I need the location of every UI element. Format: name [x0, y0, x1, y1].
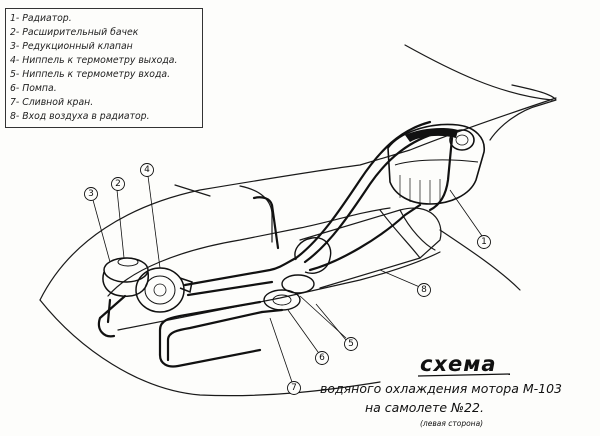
- callout-circle-8: [417, 283, 431, 297]
- legend-item-air-inlet: 8- Вход воздуха в радиатор.: [10, 111, 150, 122]
- callout-circle-1: [477, 235, 491, 249]
- legend-item-drain-cock: 7- Сливной кран.: [10, 97, 94, 108]
- legend-item-reducing-valve: 3- Редукционный клапан: [10, 41, 133, 52]
- diagram-aircraft-line: на самолете №22.: [365, 400, 484, 415]
- callout-circle-5: [344, 337, 358, 351]
- callout-circle-7: [287, 381, 301, 395]
- callout-circle-3: [84, 187, 98, 201]
- callout-label-1: 1: [481, 237, 487, 247]
- legend-item-pump: 6- Помпа.: [10, 83, 57, 94]
- legend-item-outlet-nipple: 4- Ниппель к термометру выхода.: [10, 55, 178, 66]
- engine-cowl: [107, 207, 391, 297]
- callout-label-3: 3: [88, 189, 94, 199]
- callout-circle-2: [111, 177, 125, 191]
- diagram-side-note: (левая сторона): [420, 419, 484, 428]
- coolant-pipes: [97, 120, 454, 368]
- callout-label-2: 2: [115, 179, 121, 189]
- air-duct: [299, 207, 442, 289]
- callout-circle-6: [315, 351, 329, 365]
- callout-label-5: 5: [348, 339, 354, 349]
- callout-label-8: 8: [421, 285, 427, 295]
- radiator: [387, 123, 485, 205]
- diagram-subtitle: водяного охлаждения мотора М-103: [320, 381, 562, 396]
- callout-circle-4: [140, 163, 154, 177]
- diagram-title: схема: [420, 352, 497, 376]
- legend-item-inlet-nipple: 5- Ниппель к термометру входа.: [10, 69, 171, 80]
- callout-label-4: 4: [144, 165, 150, 175]
- legend-box: 1- Радиатор. 2- Расширительный бачек 3- …: [5, 8, 203, 128]
- fuselage-outline: [39, 97, 557, 301]
- legend-item-radiator: 1- Радиатор.: [10, 13, 72, 24]
- callout-label-7: 7: [291, 383, 297, 393]
- legend-item-expansion-tank: 2- Расширительный бачек: [10, 27, 139, 38]
- callout-label-6: 6: [319, 353, 325, 363]
